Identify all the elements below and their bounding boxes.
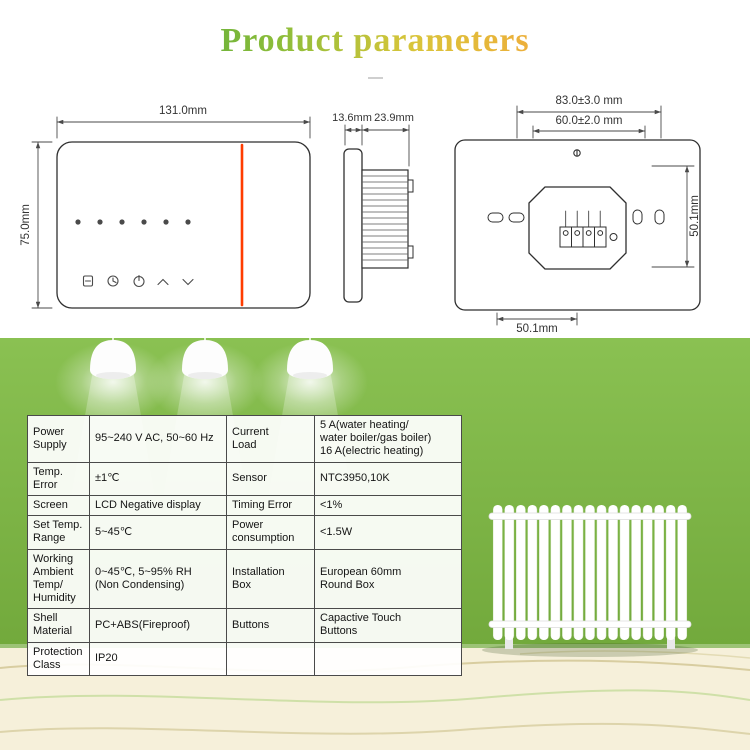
spec-value-cell: ±1℃: [89, 461, 227, 496]
back-view-drawing: 83.0±3.0 mm 60.0±2.0 mm 50.1mm: [454, 95, 701, 335]
radiator-shadow: [482, 643, 698, 657]
spec-label-cell: Screen: [27, 494, 90, 517]
back-height-label: 50.1mm: [689, 195, 701, 237]
front-width-dimension: [56, 116, 311, 139]
back-bottom-offset-label: 50.1mm: [516, 323, 558, 335]
clock-icon: [107, 275, 119, 287]
back-bottom-offset-dimension: [496, 312, 578, 326]
arrow-up-icon: [157, 278, 169, 286]
spec-value-cell: <1%: [314, 494, 462, 517]
spec-value-cell: [314, 641, 462, 677]
spec-value-cell: 5~45℃: [89, 515, 227, 550]
spec-value-cell: 5 A(water heating/ water boiler/gas boil…: [314, 415, 462, 463]
back-outer-width-label: 83.0±3.0 mm: [555, 95, 622, 107]
spec-value-cell: LCD Negative display: [89, 494, 227, 517]
spec-value-cell: Capactive Touch Buttons: [314, 608, 462, 643]
front-view-drawing: 131.0mm 75.0mm: [20, 105, 311, 309]
front-touch-icons: [82, 274, 194, 288]
ceiling-lamps: [89, 337, 334, 380]
spec-label-cell: Shell Material: [27, 608, 90, 643]
spec-value-cell: European 60mm Round Box: [314, 548, 462, 610]
spec-label-cell: Temp. Error: [27, 461, 90, 496]
mount-clip: [407, 179, 414, 193]
page-title: Product parameters: [0, 22, 750, 60]
spec-value-cell: 95~240 V AC, 50~60 Hz: [89, 415, 227, 463]
spec-value-cell: NTC3950,10K: [314, 461, 462, 496]
spec-label-cell: Installation Box: [226, 548, 315, 610]
radiator-foot: [667, 638, 675, 649]
front-height-dimension: [31, 141, 53, 309]
spec-label-cell: Sensor: [226, 461, 315, 496]
side-front-depth-label: 13.6mm: [332, 112, 372, 124]
technical-drawings: 131.0mm 75.0mm: [20, 95, 701, 335]
back-inner-width-dimension: [532, 125, 646, 139]
spec-label-cell: Working Ambient Temp/ Humidity: [27, 548, 90, 610]
spec-value-cell: PC+ABS(Fireproof): [89, 608, 227, 643]
side-depth-dimensions: [344, 124, 410, 167]
spec-label-cell: Power consumption: [226, 515, 315, 550]
housing-fins: [362, 175, 408, 261]
spec-value-cell: IP20: [89, 641, 227, 677]
mounting-module: [528, 186, 627, 270]
thermostat-front-body: [56, 141, 311, 309]
side-body-depth-label: 23.9mm: [374, 112, 414, 124]
spec-label-cell: Current Load: [226, 415, 315, 463]
spec-label-cell: Power Supply: [27, 415, 90, 463]
back-inner-width-label: 60.0±2.0 mm: [555, 115, 622, 127]
room-scene: [0, 337, 750, 750]
side-faceplate: [343, 148, 363, 303]
spec-value-cell: <1.5W: [314, 515, 462, 550]
radiator-foot: [505, 638, 513, 649]
spec-label-cell: Buttons: [226, 608, 315, 643]
back-outer-width-dimension: [516, 105, 662, 139]
back-screw-hole: [573, 149, 581, 157]
front-height-label: 75.0mm: [20, 204, 32, 246]
display-icon: [82, 275, 94, 287]
spec-label-cell: Set Temp. Range: [27, 515, 90, 550]
radiator-tubes: [492, 505, 688, 640]
back-height-dimension: [651, 165, 695, 268]
front-width-label: 131.0mm: [159, 105, 207, 117]
radiator-bottom-rail: [488, 620, 692, 628]
indicator-dots: [75, 219, 191, 225]
side-view-drawing: 13.6mm 23.9mm: [332, 112, 414, 303]
radiator: [482, 505, 698, 657]
radiator-top-rail: [488, 512, 692, 520]
side-housing: [361, 169, 409, 269]
terminal-block: [559, 210, 618, 248]
power-icon: [133, 274, 145, 288]
arrow-down-icon: [182, 278, 194, 286]
mounting-holes: [487, 209, 665, 225]
title-underline: [368, 77, 383, 79]
spec-label-cell: [226, 641, 315, 677]
spec-label-cell: Timing Error: [226, 494, 315, 517]
spec-label-cell: Protection Class: [27, 641, 90, 677]
mount-clip: [407, 245, 414, 259]
spec-value-cell: 0~45℃, 5~95% RH (Non Condensing): [89, 548, 227, 610]
